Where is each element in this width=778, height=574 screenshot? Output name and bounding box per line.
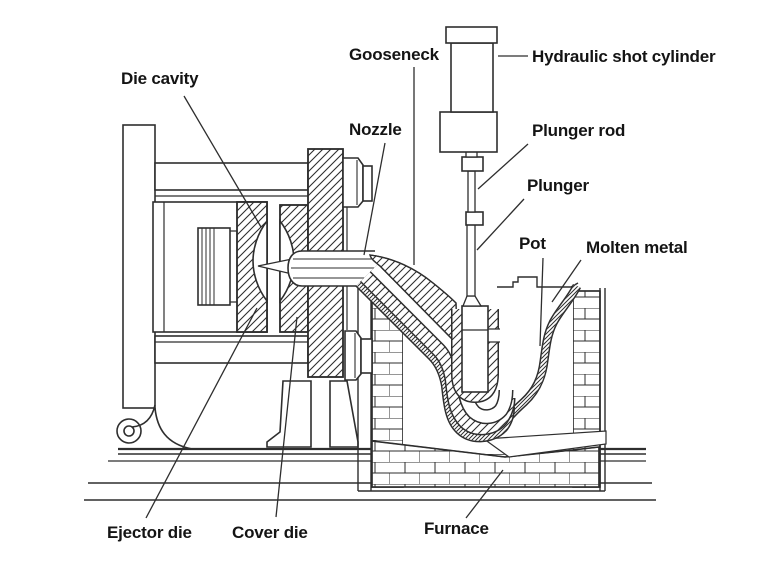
leader-nozzle <box>363 142 386 256</box>
label-hydraulic-shot-cylinder: Hydraulic shot cylinder <box>532 47 716 66</box>
label-gooseneck: Gooseneck <box>349 45 439 64</box>
leader-molten-metal <box>551 259 582 303</box>
leader-ejector-die <box>145 307 258 519</box>
label-die-cavity: Die cavity <box>121 69 199 88</box>
label-pot: Pot <box>519 234 546 253</box>
label-cover-die: Cover die <box>232 523 308 542</box>
leader-plunger <box>476 198 525 251</box>
leader-die-cavity <box>183 95 262 228</box>
leader-plunger-rod <box>477 143 529 190</box>
label-molten-metal: Molten metal <box>586 238 688 257</box>
label-nozzle: Nozzle <box>349 120 402 139</box>
leader-furnace <box>465 469 504 519</box>
leader-pot <box>539 257 544 347</box>
injection-unit <box>439 26 498 393</box>
nozzle-part <box>287 250 375 287</box>
label-ejector-die: Ejector die <box>107 523 192 542</box>
leader-cover-die <box>275 316 298 518</box>
gooseneck-part <box>355 254 516 443</box>
label-plunger: Plunger <box>527 176 589 195</box>
frame-plate <box>116 124 193 450</box>
lower-nut <box>344 330 373 381</box>
leader-lines <box>145 55 582 519</box>
label-plunger-rod: Plunger rod <box>532 121 626 140</box>
pot <box>497 276 582 431</box>
label-furnace: Furnace <box>424 519 489 538</box>
